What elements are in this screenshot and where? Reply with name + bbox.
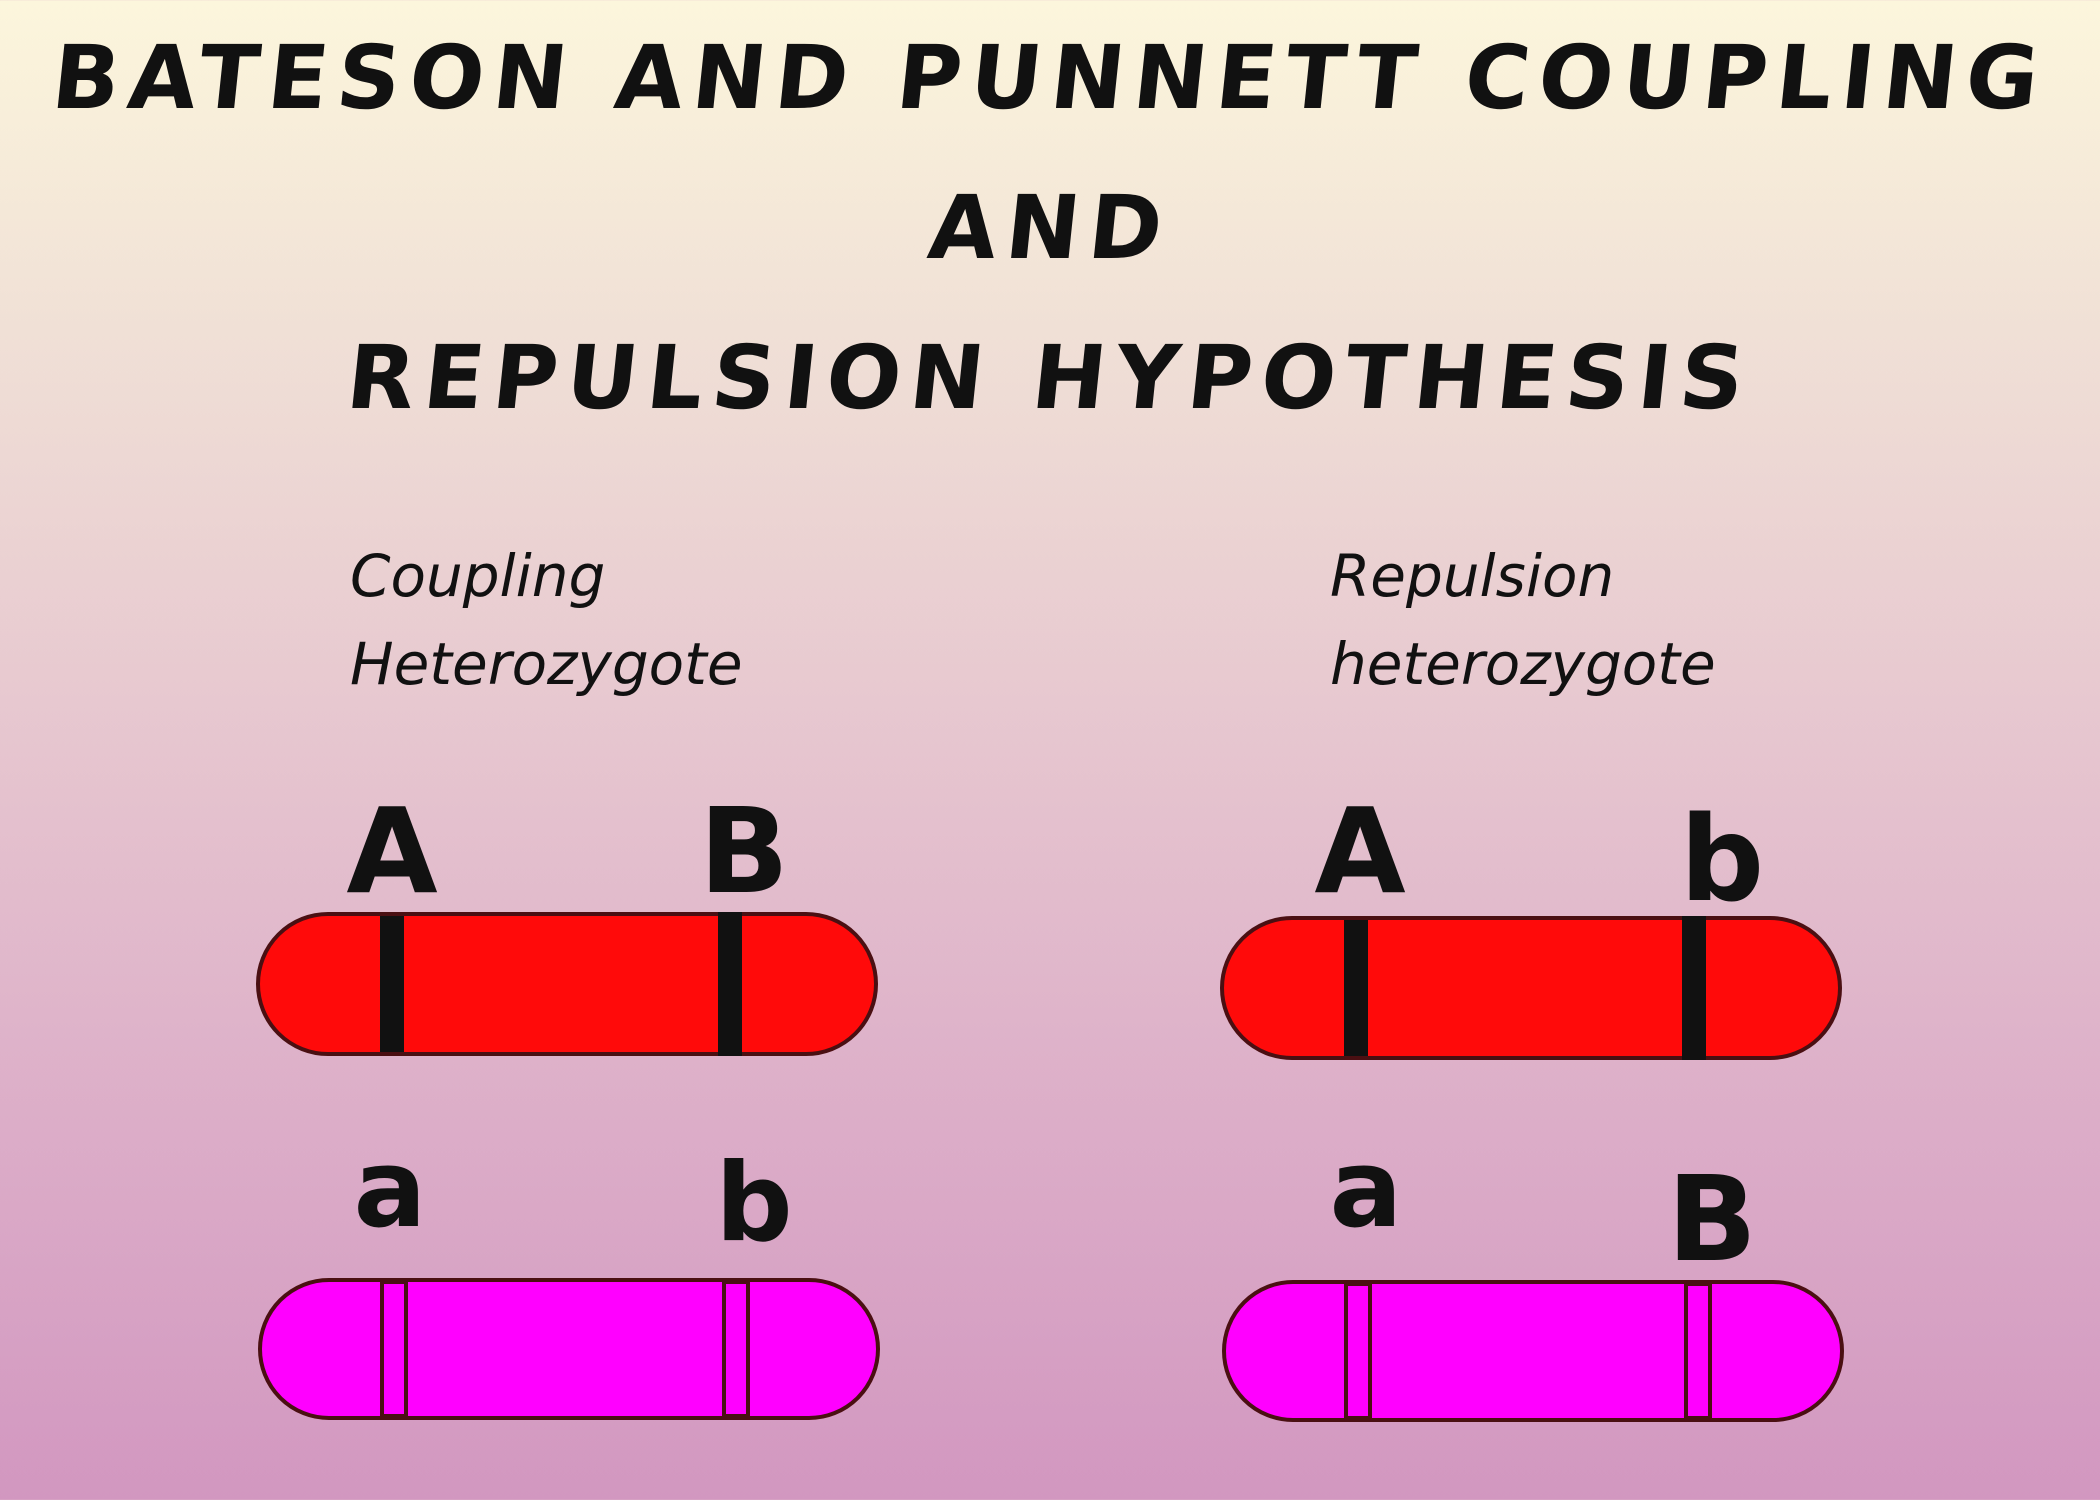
diagram-title-line-2: AND <box>923 176 1177 279</box>
coupling-top-chromosome <box>256 912 878 1056</box>
gene-locus-band <box>380 916 404 1052</box>
repulsion-top-left-gene-label: A <box>1314 782 1406 920</box>
chromosome-body <box>1220 916 1842 1060</box>
gene-locus-band <box>1684 1282 1712 1420</box>
diagram-title-line-3: REPULSION HYPOTHESIS <box>342 326 1759 429</box>
gene-locus-band <box>1344 920 1368 1056</box>
gene-locus-band <box>718 912 742 1056</box>
coupling-bottom-right-gene-label: b <box>715 1141 793 1266</box>
chromosome-body <box>258 1278 880 1420</box>
coupling-top-left-gene-label: A <box>346 782 438 920</box>
repulsion-top-chromosome <box>1220 916 1842 1060</box>
gene-locus-band <box>722 1280 750 1418</box>
diagram-title-line-1: BATESON AND PUNNETT COUPLING <box>47 26 2053 129</box>
repulsion-caption-line-1: Repulsion <box>1330 542 1615 610</box>
gene-locus-band <box>1682 916 1706 1060</box>
coupling-caption-line-1: Coupling <box>350 542 606 610</box>
repulsion-caption-line-2: heterozygote <box>1330 630 1716 698</box>
repulsion-bottom-left-gene-label: a <box>1329 1127 1403 1252</box>
chromosome-body <box>1222 1280 1844 1422</box>
gene-locus-band <box>380 1280 408 1418</box>
repulsion-top-right-gene-label: b <box>1679 790 1765 928</box>
coupling-caption-line-2: Heterozygote <box>350 630 743 698</box>
coupling-bottom-chromosome <box>258 1278 880 1420</box>
repulsion-bottom-chromosome <box>1222 1280 1844 1422</box>
gene-locus-band <box>1344 1282 1372 1420</box>
coupling-bottom-left-gene-label: a <box>353 1127 427 1252</box>
repulsion-bottom-right-gene-label: B <box>1667 1150 1757 1288</box>
chromosome-body <box>256 912 878 1056</box>
coupling-top-right-gene-label: B <box>699 782 789 920</box>
